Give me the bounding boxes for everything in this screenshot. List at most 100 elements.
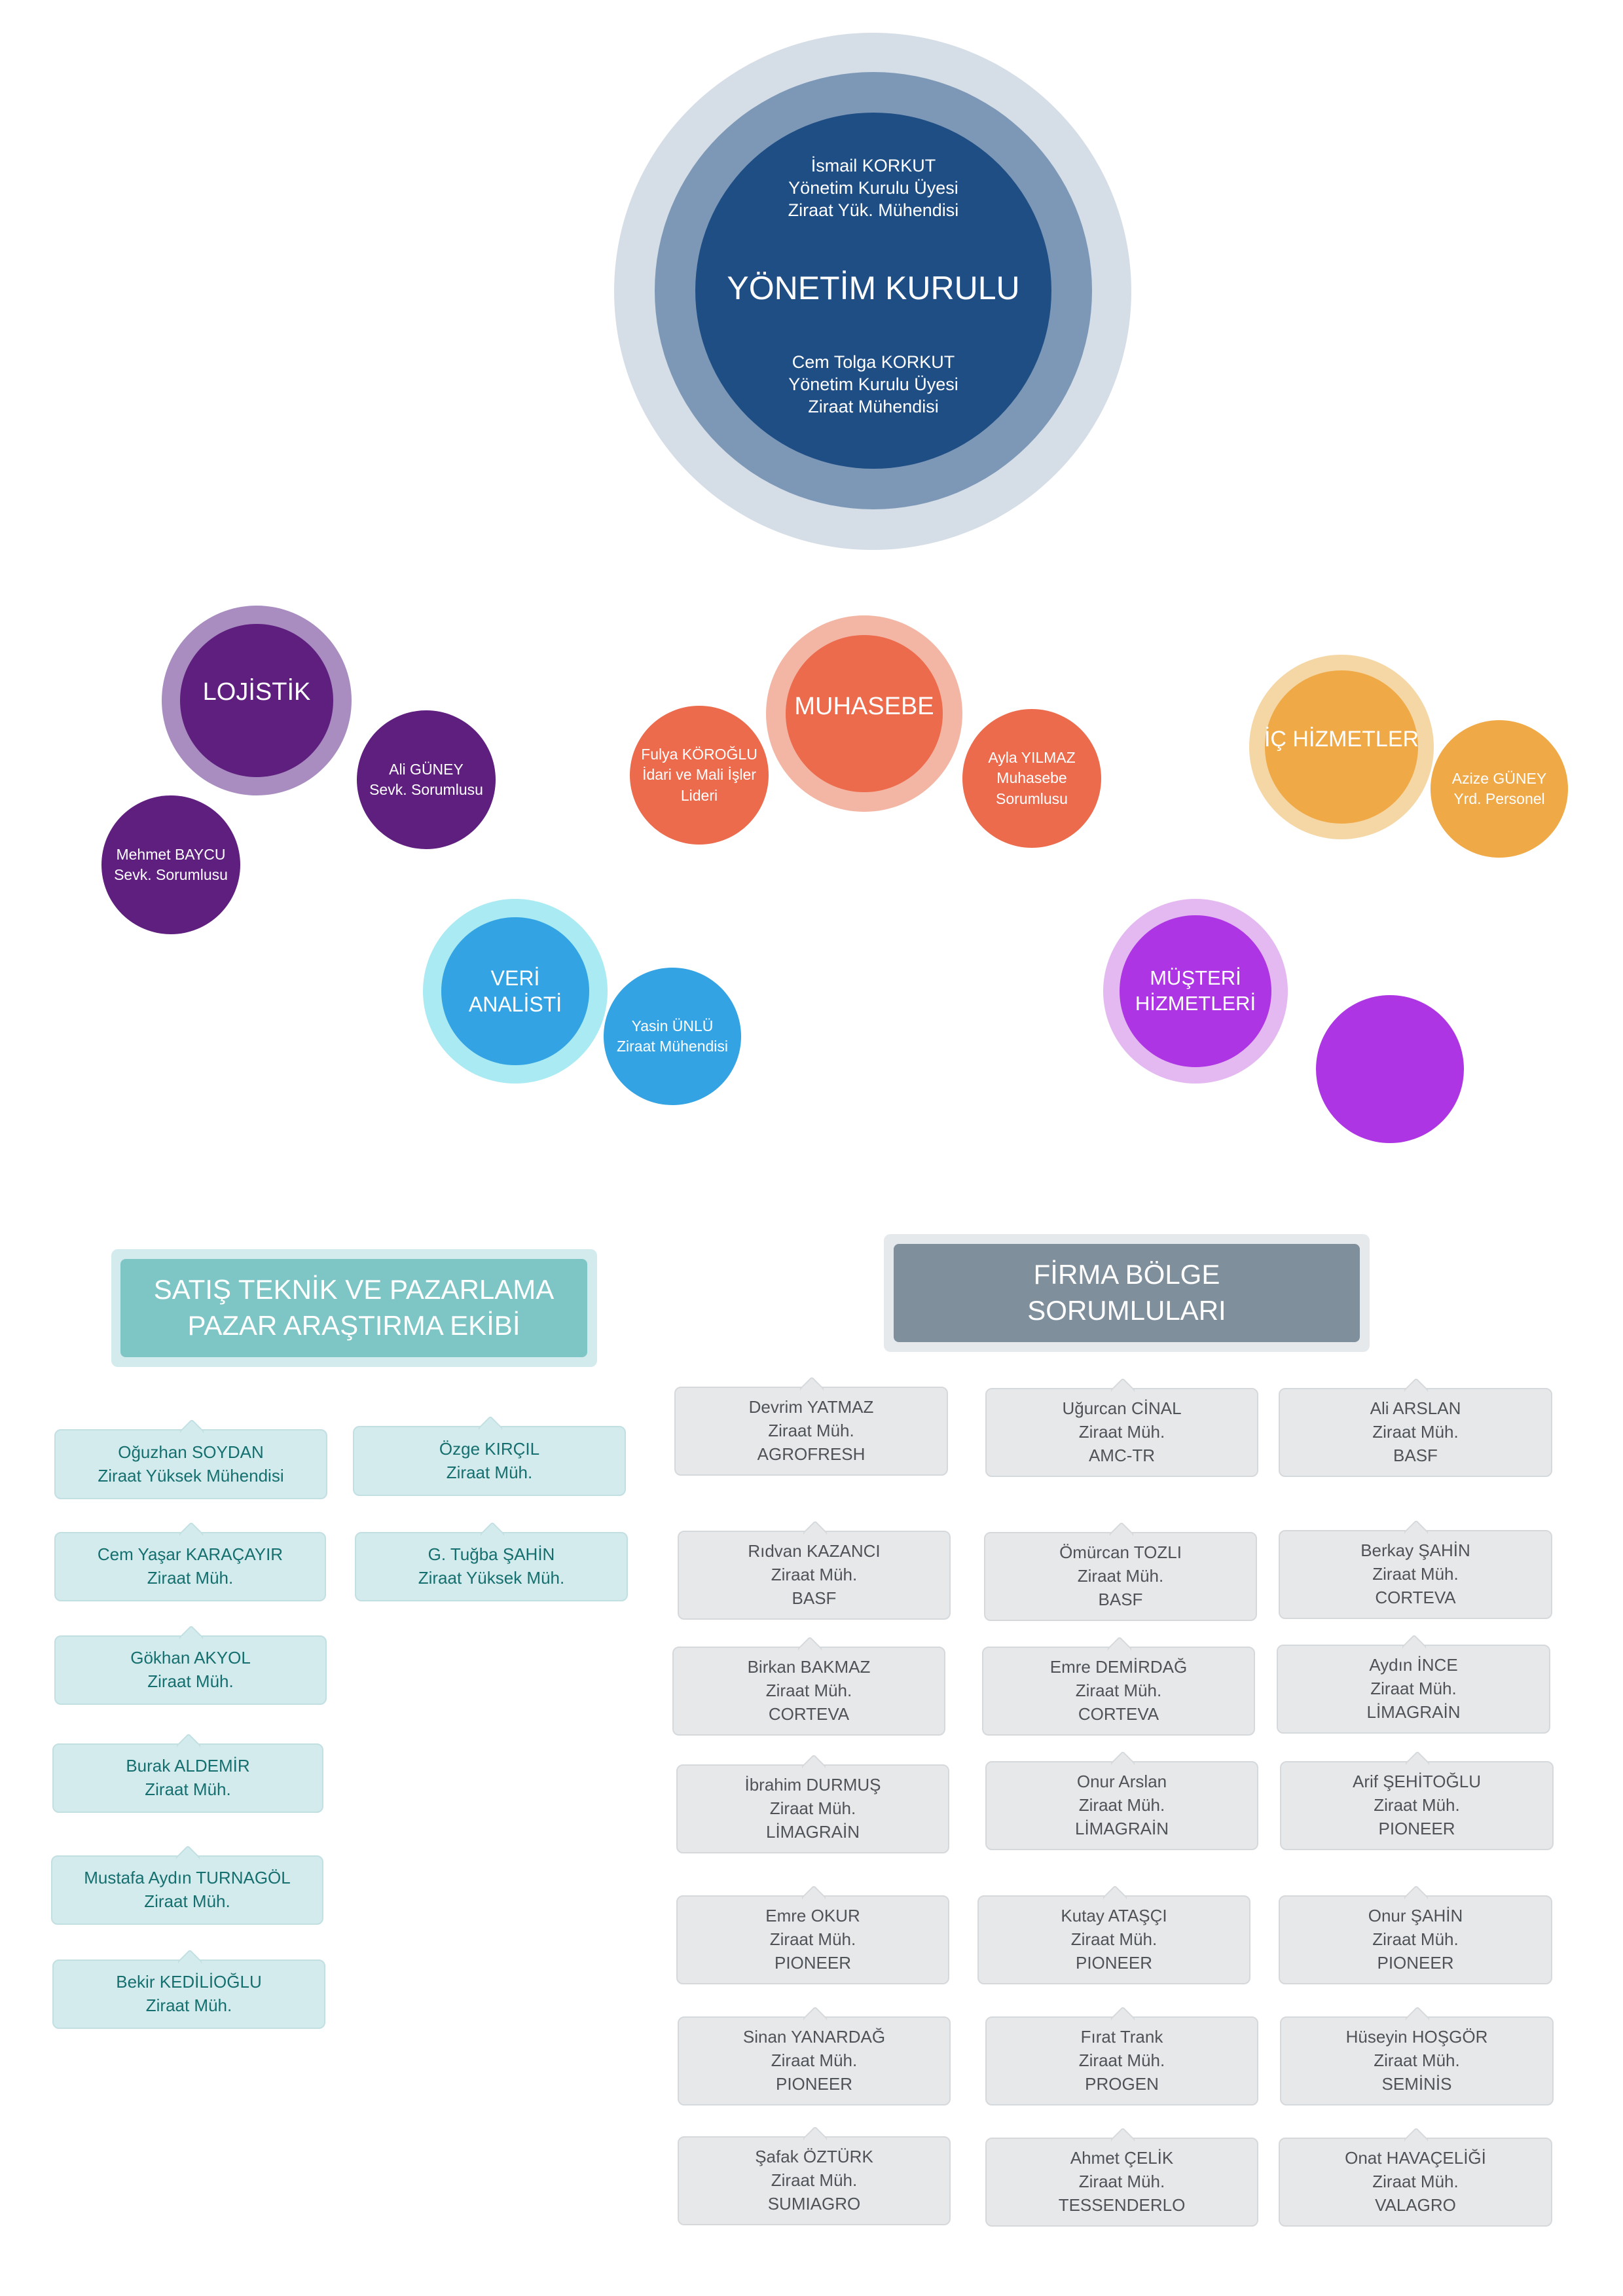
- lojistik-label: LOJİSTİK: [202, 678, 311, 706]
- person-name: Şafak ÖZTÜRK: [755, 2147, 873, 2167]
- regional-card: Arif ŞEHİTOĞLU Ziraat Müh. PIONEER: [1280, 1761, 1554, 1850]
- person-name: Emre OKUR: [765, 1906, 860, 1926]
- person-name: Emre DEMİRDAĞ: [1049, 1657, 1188, 1677]
- regional-card: Uğurcan CİNAL Ziraat Müh. AMC-TR: [985, 1388, 1258, 1477]
- person-name: Rıdvan KAZANCI: [748, 1541, 881, 1561]
- muhasebe-person-bubble: [962, 709, 1101, 848]
- musteri-hizmetleri-person-1: [1316, 995, 1464, 1143]
- person-company: LİMAGRAİN: [765, 1821, 860, 1842]
- person-title: Ziraat Müh.: [771, 1565, 858, 1585]
- veri-analisti-person-bubble: [604, 968, 741, 1105]
- person-title: Ziraat Müh.: [1372, 2172, 1459, 2192]
- ic-hizmetler-person-1: Azize GÜNEY Yrd. Personel: [1451, 769, 1547, 807]
- regional-card: Rıdvan KAZANCI Ziraat Müh. BASF: [678, 1531, 951, 1620]
- person-name: Mustafa Aydın TURNAGÖL: [84, 1868, 291, 1888]
- sales-card: Cem Yaşar KARAÇAYIR Ziraat Müh.: [54, 1532, 326, 1601]
- person-name: Ahmet ÇELİK: [1070, 2148, 1174, 2168]
- person-name: Berkay ŞAHİN: [1360, 1540, 1470, 1561]
- person-title: Ziraat Müh.: [769, 1798, 856, 1819]
- person-name: Arif ŞEHİTOĞLU: [1352, 1772, 1481, 1792]
- musteri-hizmetleri-label: MÜŞTERİ HİZMETLERİ: [1135, 966, 1256, 1015]
- regional-header: FİRMA BÖLGE SORUMLULARI: [894, 1244, 1360, 1342]
- muhasebe-label: MUHASEBE: [794, 693, 934, 721]
- person-company: PIONEER: [1377, 1952, 1454, 1973]
- person-name: Gökhan AKYOL: [130, 1648, 251, 1668]
- person-name: Aydın İNCE: [1369, 1655, 1458, 1675]
- regional-card: Onur ŞAHİN Ziraat Müh. PIONEER: [1279, 1895, 1552, 1984]
- regional-card: Kutay ATAŞÇI Ziraat Müh. PIONEER: [977, 1895, 1250, 1984]
- person-title: Ziraat Müh.: [1374, 2050, 1460, 2071]
- person-title: Ziraat Müh.: [144, 1891, 230, 1911]
- person-company: TESSENDERLO: [1058, 2195, 1186, 2215]
- muhasebe-person-2: Ayla YILMAZ Muhasebe Sorumlusu: [988, 749, 1076, 807]
- person-company: BASF: [1098, 1589, 1143, 1609]
- regional-card: Devrim YATMAZ Ziraat Müh. AGROFRESH: [674, 1387, 948, 1476]
- person-title: Ziraat Müh.: [1078, 1795, 1165, 1815]
- person-company: LİMAGRAİN: [1074, 1818, 1169, 1838]
- lojistik-core: [180, 624, 333, 777]
- veri-analisti-core: [441, 917, 589, 1065]
- board-core-circle: [695, 113, 1051, 469]
- muhasebe-person-bubble: [630, 706, 769, 845]
- person-company: VALAGRO: [1375, 2195, 1456, 2215]
- person-title: Ziraat Müh.: [1077, 1566, 1164, 1586]
- regional-card: Aydın İNCE Ziraat Müh. LİMAGRAİN: [1277, 1645, 1550, 1734]
- person-title: Ziraat Müh.: [1374, 1795, 1460, 1815]
- person-title: Ziraat Müh.: [1078, 1422, 1165, 1442]
- person-title: Ziraat Müh.: [1370, 1679, 1457, 1699]
- person-company: PIONEER: [775, 2073, 853, 2094]
- regional-card: Emre DEMİRDAĞ Ziraat Müh. CORTEVA: [982, 1647, 1255, 1736]
- regional-card: Ali ARSLAN Ziraat Müh. BASF: [1279, 1388, 1552, 1477]
- regional-card: Ahmet ÇELİK Ziraat Müh. TESSENDERLO: [985, 2138, 1258, 2227]
- sales-card: Mustafa Aydın TURNAGÖL Ziraat Müh.: [51, 1855, 323, 1925]
- board-member-2: Cem Tolga KORKUT Yönetim Kurulu Üyesi Zi…: [788, 352, 958, 416]
- person-name: Onur Arslan: [1076, 1772, 1167, 1792]
- sales-card: Oğuzhan SOYDAN Ziraat Yüksek Mühendisi: [54, 1429, 327, 1499]
- person-title: Ziraat Müh.: [771, 2170, 858, 2191]
- person-company: CORTEVA: [1078, 1704, 1159, 1724]
- lojistik-person-1: Ali GÜNEY Sevk. Sorumlusu: [369, 760, 483, 798]
- person-name: Birkan BAKMAZ: [747, 1657, 871, 1677]
- person-name: İbrahim DURMUŞ: [744, 1775, 881, 1795]
- veri-analisti-label: VERİ ANALİSTİ: [468, 966, 562, 1016]
- person-title: Ziraat Müh.: [145, 1779, 231, 1799]
- regional-card: İbrahim DURMUŞ Ziraat Müh. LİMAGRAİN: [676, 1764, 949, 1853]
- person-title: Ziraat Müh.: [1070, 1929, 1158, 1950]
- person-name: Ömürcan TOZLI: [1059, 1542, 1182, 1563]
- person-title: Ziraat Müh.: [771, 2050, 858, 2071]
- sales-card: Özge KIRÇIL Ziraat Müh.: [353, 1426, 626, 1496]
- person-title: Ziraat Müh.: [765, 1681, 852, 1701]
- person-name: Uğurcan CİNAL: [1062, 1398, 1182, 1419]
- person-company: PIONEER: [774, 1952, 852, 1973]
- sales-card: Gökhan AKYOL Ziraat Müh.: [54, 1635, 327, 1705]
- person-name: G. Tuğba ŞAHİN: [428, 1544, 555, 1565]
- regional-card: Berkay ŞAHİN Ziraat Müh. CORTEVA: [1279, 1530, 1552, 1619]
- person-title: Ziraat Müh.: [147, 1568, 234, 1588]
- person-title: Ziraat Yüksek Mühendisi: [98, 1465, 284, 1485]
- person-title: Ziraat Müh.: [1078, 2172, 1165, 2192]
- regional-card: Sinan YANARDAĞ Ziraat Müh. PIONEER: [678, 2016, 951, 2105]
- regional-card: Fırat Trank Ziraat Müh. PROGEN: [985, 2016, 1258, 2105]
- person-title: Ziraat Müh.: [1372, 1929, 1459, 1950]
- regional-card: Emre OKUR Ziraat Müh. PIONEER: [676, 1895, 949, 1984]
- person-company: CORTEVA: [1375, 1587, 1456, 1607]
- regional-card: Şafak ÖZTÜRK Ziraat Müh. SUMIAGRO: [678, 2136, 951, 2225]
- person-name: Onat HAVAÇELİĞİ: [1345, 2148, 1486, 2168]
- regional-card: Birkan BAKMAZ Ziraat Müh. CORTEVA: [672, 1647, 945, 1736]
- regional-card: Onat HAVAÇELİĞİ Ziraat Müh. VALAGRO: [1279, 2138, 1552, 2227]
- musteri-hizmetleri-person-bubble: [1316, 995, 1464, 1143]
- person-name: Bekir KEDİLİOĞLU: [116, 1972, 262, 1992]
- person-company: AMC-TR: [1088, 1445, 1156, 1465]
- musteri-hizmetleri-core: [1120, 915, 1271, 1067]
- muhasebe-person-1: Fulya KÖROĞLU İdari ve Mali İşler Lideri: [641, 746, 757, 804]
- person-title: Ziraat Müh.: [1075, 1681, 1162, 1701]
- regional-card: Ömürcan TOZLI Ziraat Müh. BASF: [984, 1532, 1257, 1621]
- ic-hizmetler-label: İÇ HİZMETLER: [1264, 726, 1419, 752]
- ic-hizmetler-core: [1265, 670, 1418, 824]
- person-company: PIONEER: [1075, 1952, 1153, 1973]
- person-name: Onur ŞAHİN: [1368, 1906, 1463, 1926]
- person-name: Özge KIRÇIL: [439, 1438, 540, 1459]
- person-company: LİMAGRAİN: [1366, 1702, 1461, 1722]
- muhasebe-core: [786, 635, 943, 792]
- person-company: BASF: [792, 1588, 837, 1608]
